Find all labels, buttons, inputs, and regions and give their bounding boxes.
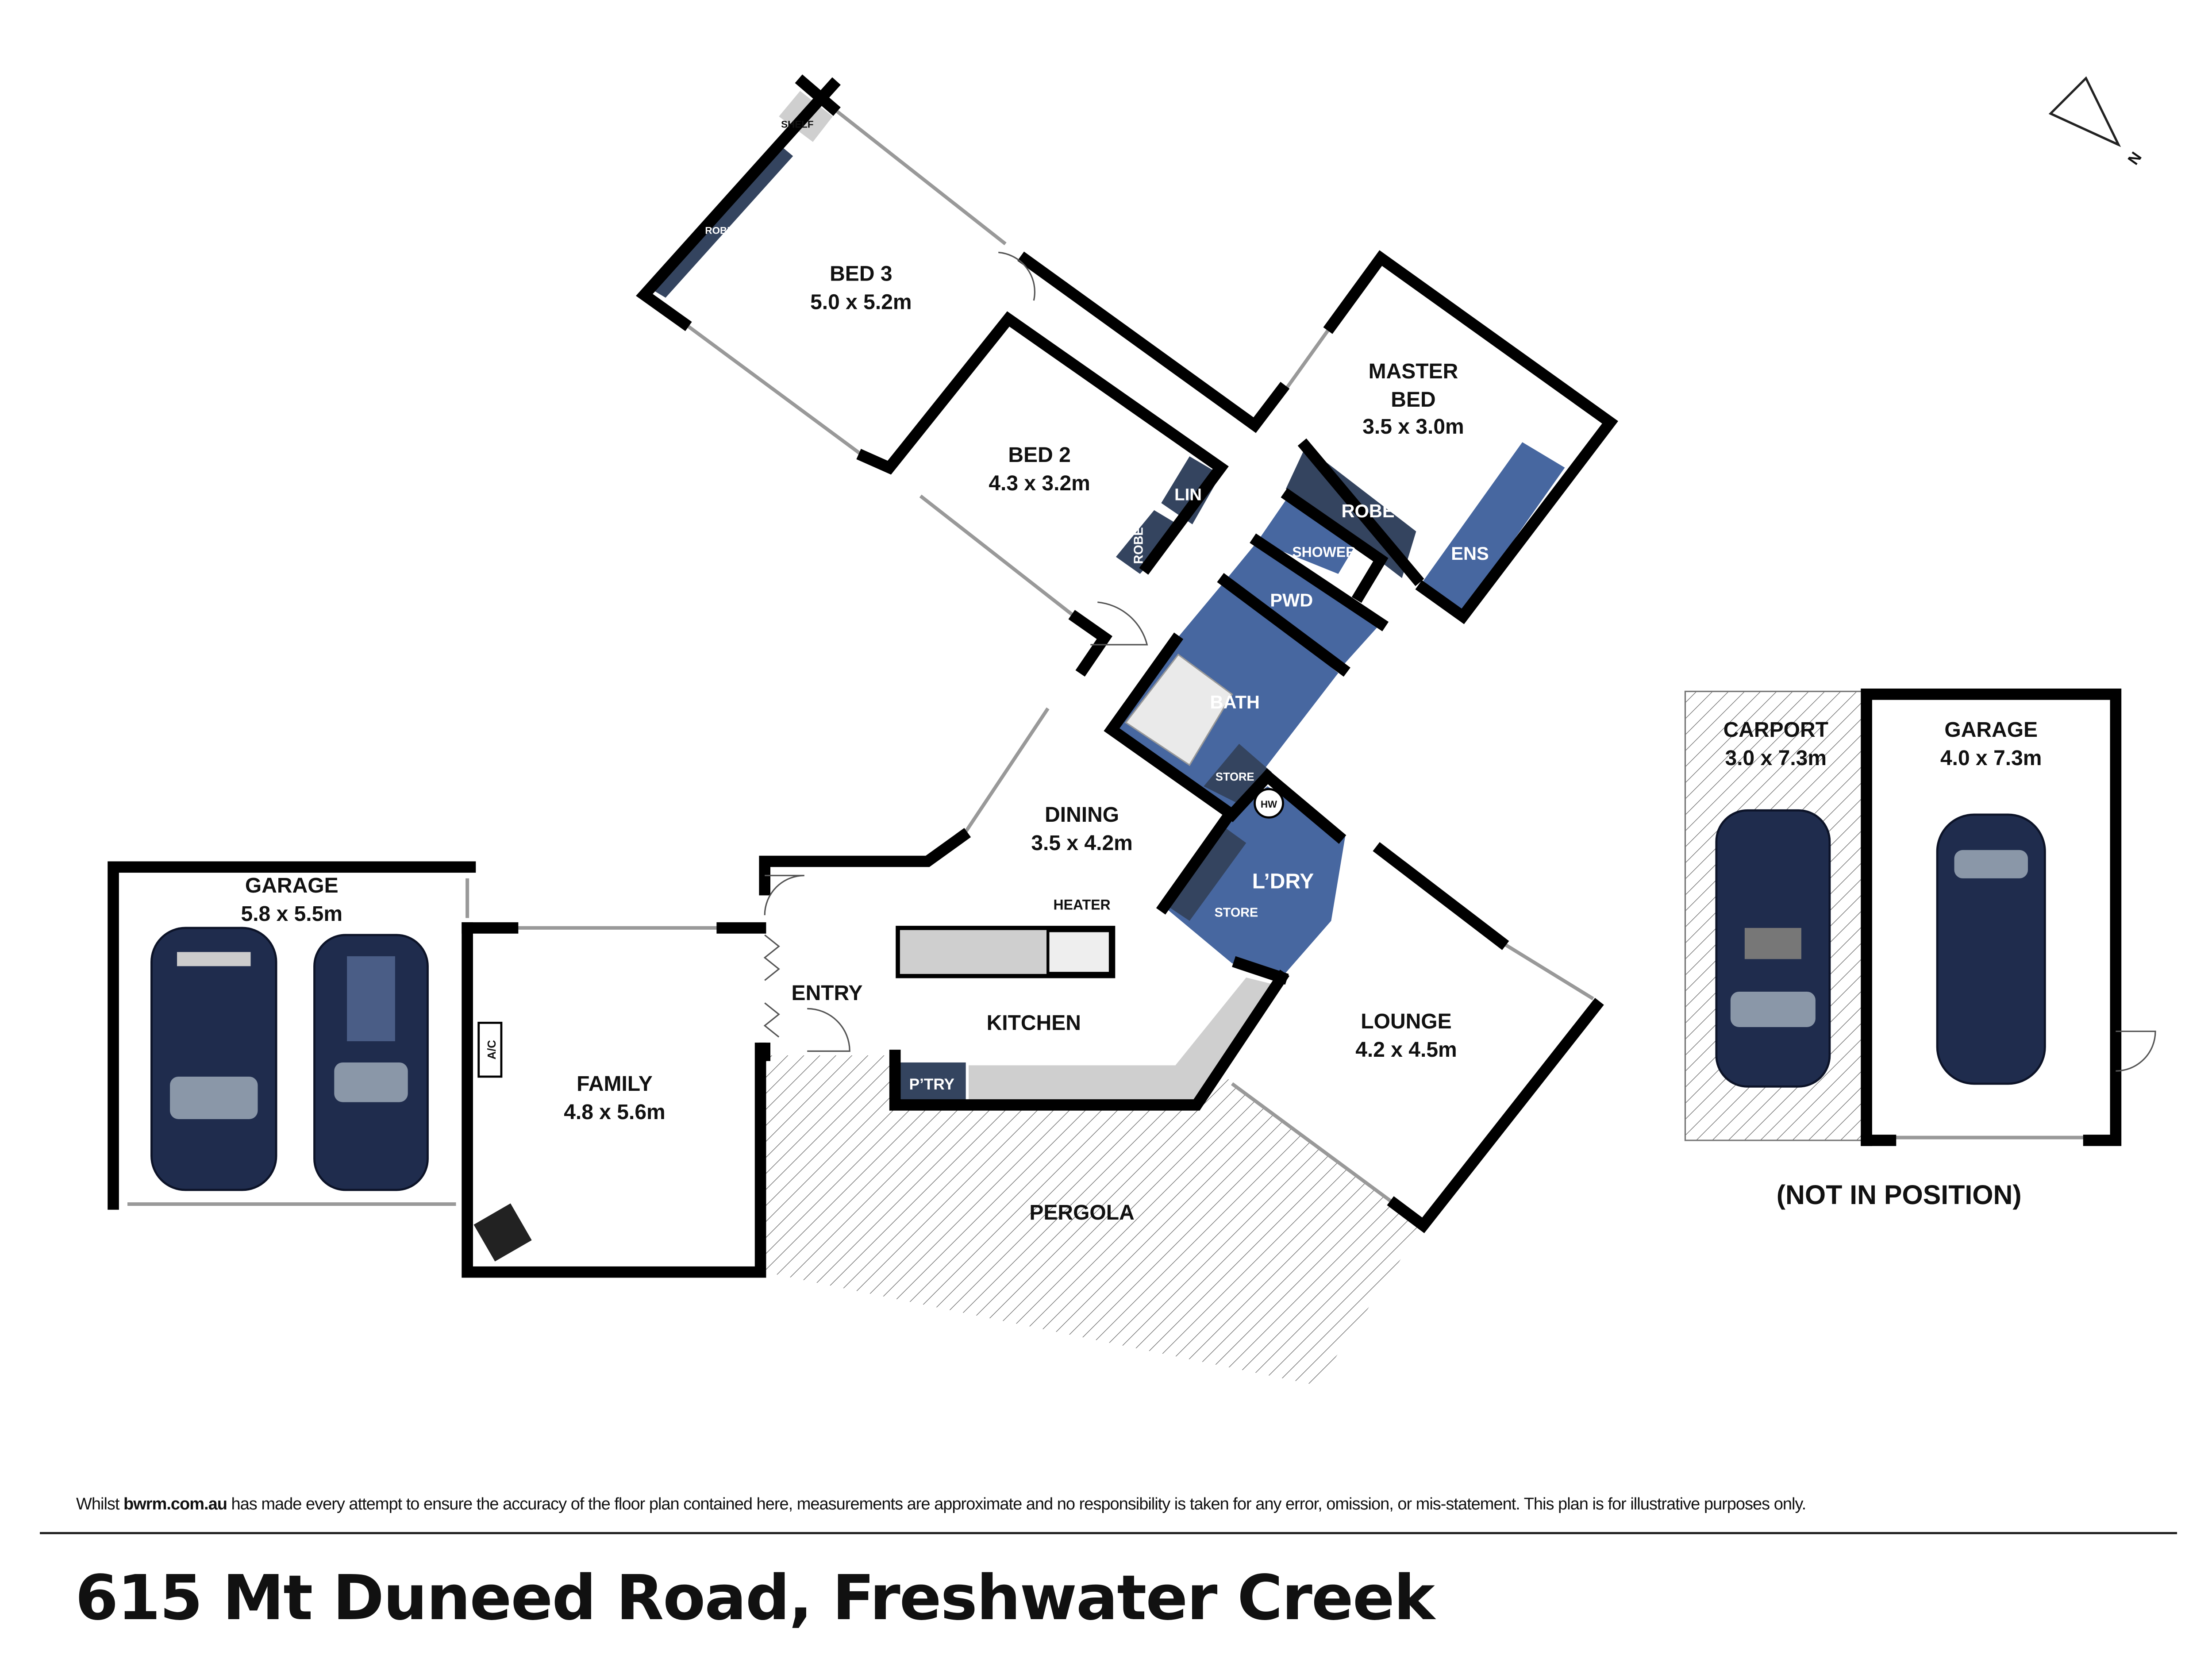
master-size: 3.5 x 3.0m bbox=[1362, 415, 1464, 439]
ac-label: A/C bbox=[486, 1040, 498, 1059]
svg-text:N: N bbox=[2124, 149, 2145, 168]
car-icon-garage-left-1 bbox=[150, 927, 277, 1191]
pantry-label: P’TRY bbox=[909, 1076, 954, 1093]
dining-size: 3.5 x 4.2m bbox=[1031, 831, 1133, 855]
kitchen-label: KITCHEN bbox=[987, 1011, 1081, 1035]
shelf-label: SHELF bbox=[781, 119, 813, 130]
divider bbox=[40, 1532, 2177, 1534]
robe-bed3-label: ROBE bbox=[705, 225, 734, 236]
ensuite-fill bbox=[1423, 442, 1565, 612]
store-laundry-label: STORE bbox=[1215, 905, 1258, 920]
robe-bed3-fill bbox=[651, 142, 793, 298]
laundry-label: L’DRY bbox=[1252, 870, 1314, 893]
pergola-area bbox=[765, 1055, 1423, 1386]
pwd-fill bbox=[1225, 541, 1381, 666]
bed3-size: 5.0 x 5.2m bbox=[810, 290, 912, 314]
store-laundry-fill bbox=[1168, 824, 1246, 921]
ens-label: ENS bbox=[1451, 543, 1489, 564]
lin-fill bbox=[1161, 456, 1221, 524]
property-address: 615 Mt Duneed Road, Freshwater Creek bbox=[75, 1562, 1435, 1634]
store-bath-label: STORE bbox=[1216, 771, 1254, 783]
shower-label: SHOWER bbox=[1292, 544, 1356, 560]
carport-size: 3.0 x 7.3m bbox=[1725, 747, 1827, 770]
hot-water-unit bbox=[1254, 788, 1284, 819]
walls bbox=[108, 74, 2122, 1278]
ac-unit bbox=[477, 1021, 503, 1078]
robe-bed2-fill bbox=[1116, 510, 1183, 574]
lounge-name: LOUNGE bbox=[1361, 1010, 1451, 1033]
family-name: FAMILY bbox=[577, 1072, 653, 1096]
garage-main-name: GARAGE bbox=[245, 874, 339, 897]
lin-label: LIN bbox=[1174, 485, 1202, 504]
dining-name: DINING bbox=[1045, 803, 1119, 827]
bathtub bbox=[1124, 654, 1233, 766]
master-name-1: MASTER bbox=[1369, 360, 1458, 383]
garage-detached-size: 4.0 x 7.3m bbox=[1940, 747, 2042, 770]
robe-bed2-label: ROBE bbox=[1132, 527, 1146, 564]
not-in-position-note: (NOT IN POSITION) bbox=[1777, 1180, 2022, 1210]
family-size: 4.8 x 5.6m bbox=[564, 1101, 666, 1124]
disclaimer: Whilst bwrm.com.au has made every attemp… bbox=[76, 1495, 1806, 1513]
entry-label: ENTRY bbox=[792, 982, 863, 1005]
bath-label: BATH bbox=[1210, 692, 1260, 712]
garage-main-size: 5.8 x 5.5m bbox=[241, 902, 343, 926]
car-icon-garage-left-2 bbox=[313, 934, 429, 1191]
pergola-label: PERGOLA bbox=[1029, 1201, 1134, 1224]
disclaimer-site: bwrm.com.au bbox=[123, 1495, 227, 1513]
carport-name: CARPORT bbox=[1723, 718, 1828, 742]
garage-detached-name: GARAGE bbox=[1944, 718, 2038, 742]
pwd-label: PWD bbox=[1270, 589, 1313, 610]
heater-label: HEATER bbox=[1053, 897, 1110, 912]
cooktop bbox=[1046, 929, 1112, 975]
north-arrow-icon: N bbox=[2048, 76, 2145, 168]
kitchen-bench bbox=[969, 977, 1275, 1105]
master-name-2: BED bbox=[1391, 388, 1435, 412]
bed2-size: 4.3 x 3.2m bbox=[989, 472, 1090, 495]
doors bbox=[763, 251, 2156, 1072]
laundry-fill bbox=[1164, 786, 1346, 978]
pantry-fill bbox=[898, 1062, 966, 1102]
lounge-size: 4.2 x 4.5m bbox=[1355, 1038, 1457, 1062]
robe-master-label: ROBE bbox=[1341, 500, 1394, 521]
bed2-name: BED 2 bbox=[1008, 443, 1070, 467]
wood-heater-icon bbox=[473, 1203, 532, 1262]
bed3-name: BED 3 bbox=[830, 262, 892, 285]
hw-label: HW bbox=[1261, 799, 1277, 810]
shower-fill bbox=[1257, 496, 1360, 574]
car-icon-garage-right bbox=[1936, 813, 2046, 1085]
car-icon-carport bbox=[1715, 809, 1831, 1088]
